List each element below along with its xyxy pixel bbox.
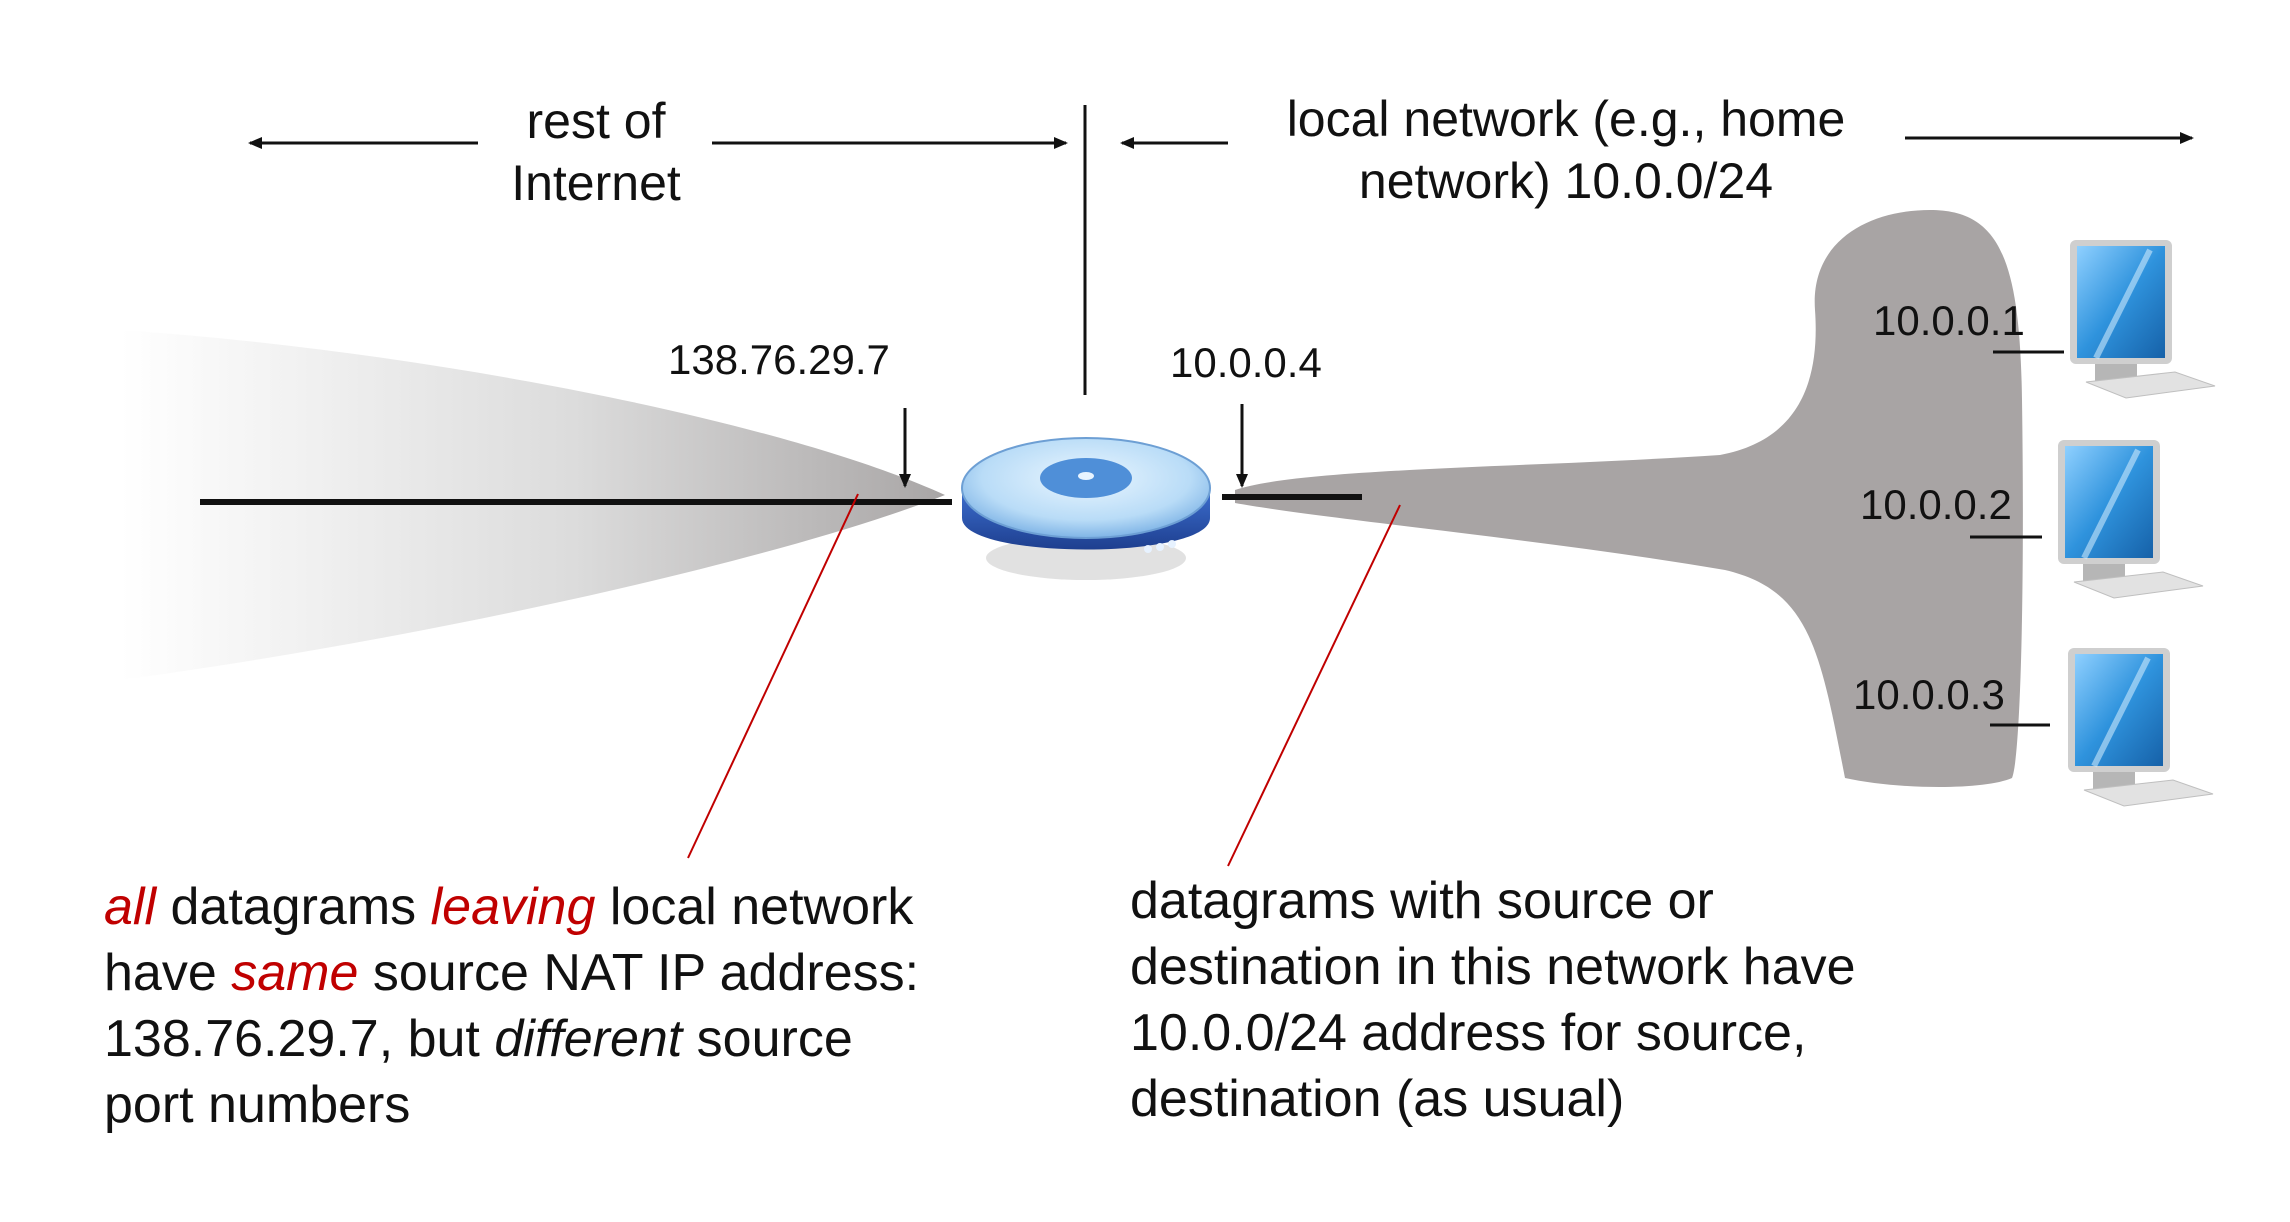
host-computer-icon-3	[2068, 648, 2214, 807]
emphasis-same: same	[231, 944, 359, 1002]
router-local-ip: 10.0.0.4	[1170, 339, 1322, 386]
host-computer-icon-1	[2070, 240, 2216, 399]
callout-line-left	[687, 493, 859, 859]
emphasis-leaving: leaving	[430, 878, 596, 936]
local-note-line4: destination (as usual)	[1130, 1070, 1625, 1128]
host-1-ip: 10.0.0.1	[1873, 297, 2025, 344]
nat-note-line4: port numbers	[104, 1076, 411, 1134]
host-2-ip: 10.0.0.2	[1860, 481, 2012, 528]
local-note-line2: destination in this network have	[1130, 938, 1856, 996]
callout-line-right	[1227, 504, 1401, 867]
nat-outgoing-note: all datagrams leaving local network have…	[104, 874, 1084, 1138]
nat-note-line3: 138.76.29.7, but different source	[104, 1010, 853, 1068]
rest-of-internet-line2: Internet	[511, 155, 681, 211]
local-note-line1: datagrams with source or	[1130, 872, 1714, 930]
local-network-cloud-shape	[1235, 210, 2023, 787]
local-network-line2: network) 10.0.0/24	[1358, 153, 1774, 209]
host-3-ip: 10.0.0.3	[1853, 671, 2005, 718]
local-note-line3: 10.0.0/24 address for source,	[1130, 1004, 1807, 1062]
rest-of-internet-line1: rest of	[526, 93, 666, 149]
nat-router-icon	[961, 437, 1211, 580]
host-computer-icon-2	[2058, 440, 2204, 599]
local-network-line1: local network (e.g., home	[1286, 91, 1846, 147]
emphasis-different: different	[494, 1010, 683, 1068]
nat-note-line1: all datagrams leaving local network	[104, 878, 914, 936]
router-public-ip: 138.76.29.7	[668, 336, 890, 383]
emphasis-all: all	[104, 878, 157, 936]
nat-note-line2: have same source NAT IP address:	[104, 944, 920, 1002]
local-network-label: local network (e.g., home network) 10.0.…	[1228, 88, 1904, 212]
local-datagram-note: datagrams with source or destination in …	[1130, 868, 2130, 1132]
rest-of-internet-label: rest of Internet	[480, 90, 712, 214]
